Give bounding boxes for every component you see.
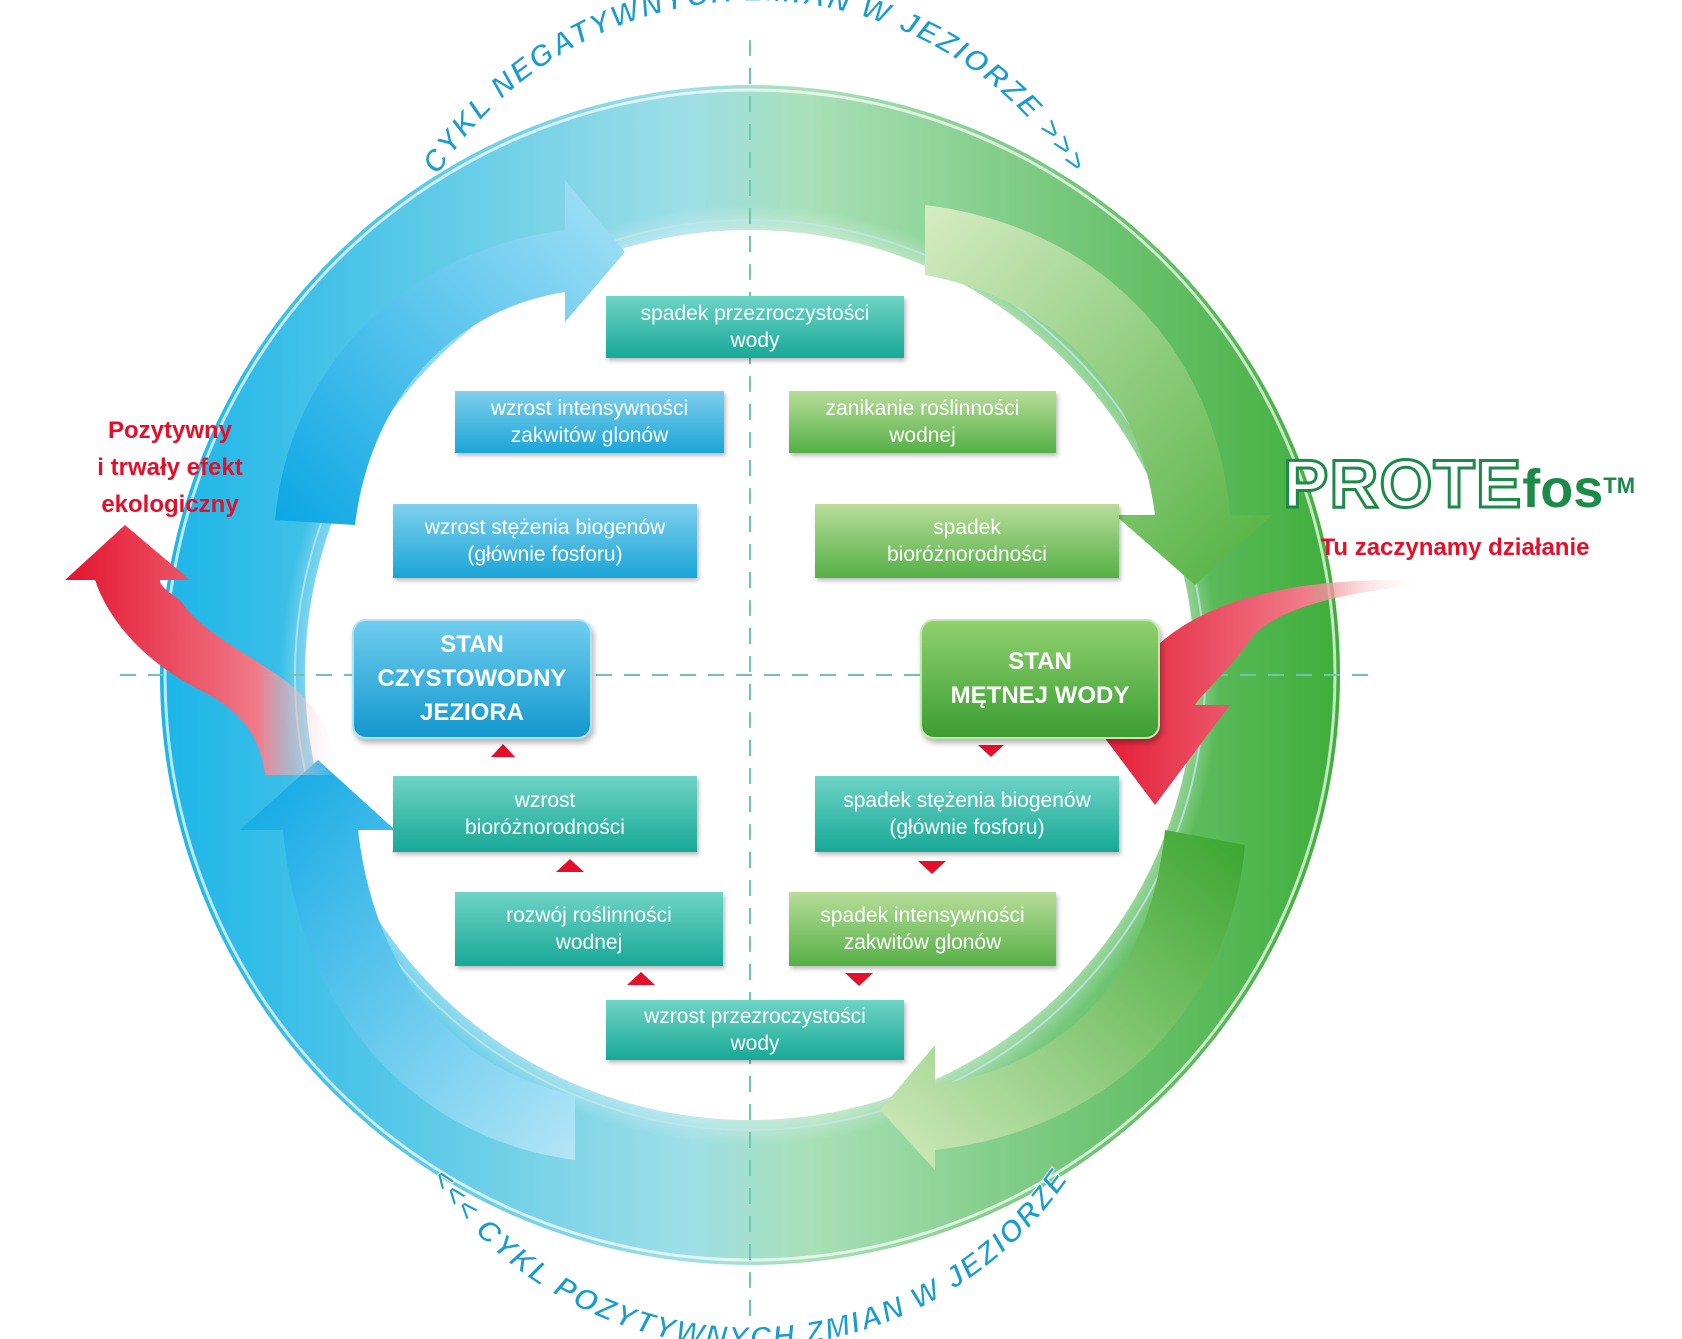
triangle-up-3	[627, 972, 655, 985]
box-top-center: spadek przezroczystości wody	[606, 296, 904, 358]
box-left-4: rozwój roślinności wodnej	[455, 892, 723, 966]
box-right-1: zanikanie roślinności wodnej	[789, 391, 1056, 453]
protefos-logo: PROTEfosTM	[1281, 445, 1668, 535]
logo-suffix: fos	[1522, 459, 1604, 519]
logo-tm: TM	[1603, 472, 1636, 498]
triangle-down-1	[978, 745, 1004, 757]
box-bottom-center: wzrost przezroczystości wody	[606, 1000, 904, 1060]
positive-effect-line-3: ekologiczny	[101, 491, 239, 518]
red-arrow-right	[1080, 580, 1425, 805]
brand-tagline: Tu zaczynamy działanie	[1320, 534, 1590, 561]
box-left-1: wzrost intensywności zakwitów glonów	[455, 391, 724, 453]
positive-effect-line-1: Pozytywny	[107, 417, 233, 444]
box-left-3: wzrost bioróżnorodności	[393, 776, 697, 852]
triangle-down-2	[918, 861, 946, 874]
box-right-4: spadek intensywności zakwitów glonów	[789, 892, 1056, 966]
blue-arrow-bottom	[240, 760, 575, 1160]
blue-arrow-top	[275, 180, 625, 525]
positive-effect-label: Pozytywny i trwały efekt ekologiczny	[70, 412, 270, 523]
box-right-3: spadek stężenia biogenów (głównie fosfor…	[815, 776, 1119, 852]
logo-main: PROTE	[1281, 445, 1523, 524]
green-arrow-bottom	[880, 830, 1245, 1170]
green-arrow-top	[925, 205, 1272, 585]
box-left-2: wzrost stężenia biogenów (głównie fosfor…	[393, 504, 697, 578]
box-right-2: spadek bioróżnorodności	[815, 504, 1119, 578]
state-clear-water: STAN CZYSTOWODNY JEZIORA	[352, 619, 592, 739]
flow-triangles	[491, 744, 1004, 986]
triangle-up-1	[491, 744, 515, 757]
state-turbid-water: STAN MĘTNEJ WODY	[920, 619, 1160, 739]
positive-effect-line-2: i trwały efekt	[97, 454, 243, 481]
triangle-down-3	[845, 973, 873, 986]
red-arrow-left	[65, 525, 340, 775]
triangle-up-2	[556, 859, 584, 872]
